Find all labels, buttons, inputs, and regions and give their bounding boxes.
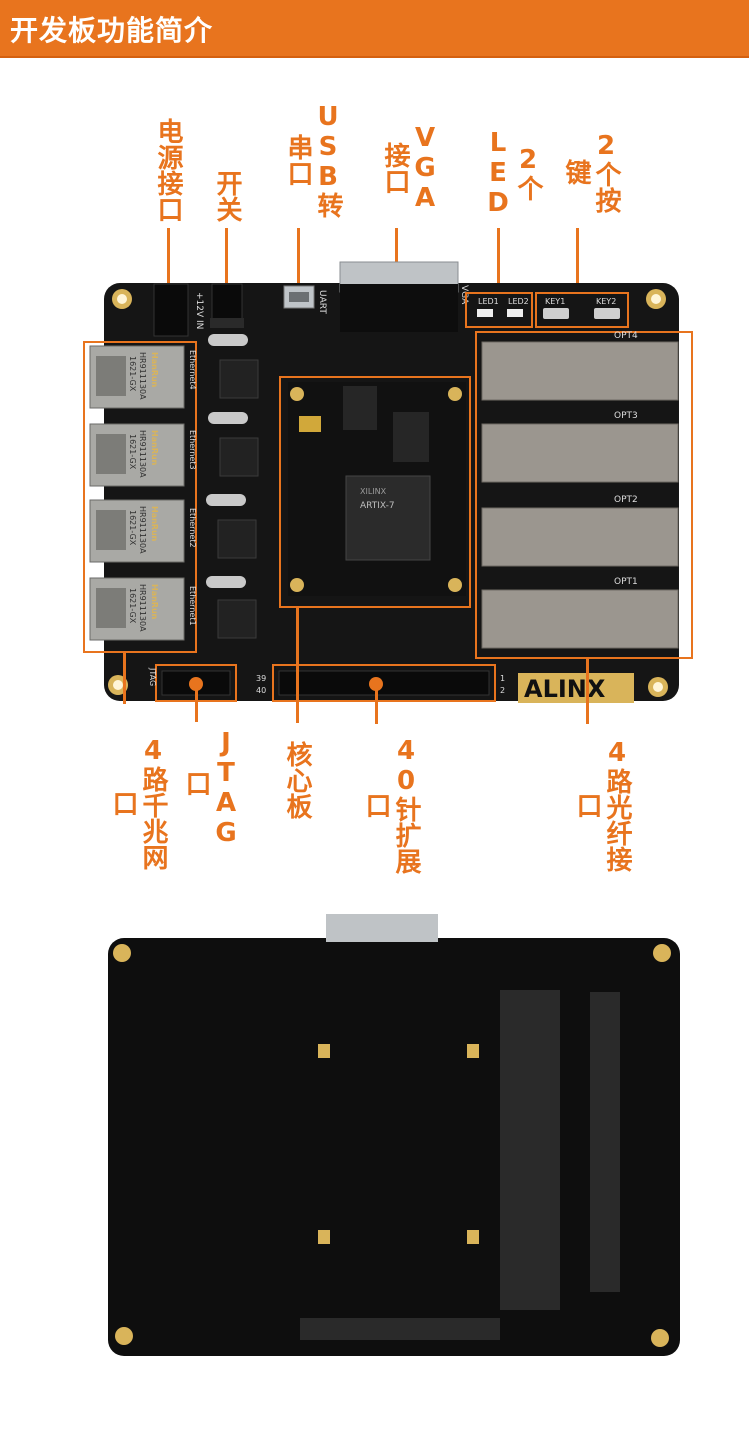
rj45-jacks bbox=[89, 345, 185, 641]
svg-text:1: 1 bbox=[500, 674, 505, 683]
svg-text:HR911130A: HR911130A bbox=[138, 506, 147, 554]
power-jack bbox=[153, 283, 189, 337]
leader-switch bbox=[225, 228, 228, 292]
leader-ethernet bbox=[123, 652, 126, 704]
label-40pin-expansion: 40针扩展口 bbox=[361, 736, 421, 874]
svg-text:HanRun: HanRun bbox=[150, 430, 159, 466]
svg-text:1621-GX: 1621-GX bbox=[128, 434, 137, 470]
svg-text:XILINX: XILINX bbox=[360, 487, 387, 496]
key-box bbox=[535, 292, 629, 328]
label-vga-port: VGA接口 bbox=[380, 122, 440, 213]
svg-text:HanRun: HanRun bbox=[150, 506, 159, 542]
svg-text:Ethernet4: Ethernet4 bbox=[188, 350, 197, 390]
silk-power: +12V IN bbox=[194, 292, 204, 329]
expansion-box bbox=[272, 664, 496, 702]
svg-text:HanRun: HanRun bbox=[150, 584, 159, 620]
svg-text:KEY2: KEY2 bbox=[596, 297, 616, 306]
svg-text:Ethernet3: Ethernet3 bbox=[188, 430, 197, 470]
svg-text:VGA: VGA bbox=[459, 285, 469, 305]
svg-text:HR911130A: HR911130A bbox=[138, 584, 147, 632]
svg-text:40: 40 bbox=[256, 686, 266, 695]
led-box bbox=[465, 292, 533, 328]
svg-text:HanRun: HanRun bbox=[150, 352, 159, 388]
svg-text:OPT2: OPT2 bbox=[614, 495, 638, 505]
leader-jtag bbox=[195, 684, 198, 722]
svg-text:KEY1: KEY1 bbox=[545, 297, 565, 306]
svg-text:HR911130A: HR911130A bbox=[138, 430, 147, 478]
phy-chips bbox=[217, 359, 259, 639]
svg-text:HR911130A: HR911130A bbox=[138, 352, 147, 400]
svg-text:1621-GX: 1621-GX bbox=[128, 588, 137, 624]
leader-dot-jtag bbox=[189, 677, 203, 691]
sfp-cages bbox=[481, 341, 679, 649]
crystals bbox=[206, 334, 248, 588]
label-two-keys: 2个按键 bbox=[561, 131, 621, 213]
leader-power bbox=[167, 228, 170, 290]
svg-text:1621-GX: 1621-GX bbox=[128, 510, 137, 546]
alinx-logo: ALINX bbox=[524, 675, 606, 703]
core-board-box bbox=[279, 376, 471, 608]
leader-expansion bbox=[375, 684, 378, 724]
svg-text:OPT3: OPT3 bbox=[614, 411, 638, 421]
optical-box bbox=[475, 331, 693, 659]
label-gigabit-ethernet: 4路千兆网口 bbox=[108, 736, 168, 870]
svg-text:ARTIX-7: ARTIX-7 bbox=[360, 501, 395, 511]
svg-text:JTAG: JTAG bbox=[148, 667, 157, 686]
svg-text:1621-GX: 1621-GX bbox=[128, 356, 137, 392]
header-divider bbox=[0, 56, 749, 58]
svg-text:UART: UART bbox=[317, 290, 327, 314]
mounting-holes-front bbox=[108, 289, 668, 697]
leader-dot-expansion bbox=[369, 677, 383, 691]
label-core-board: 核心板 bbox=[282, 741, 312, 819]
leader-usb bbox=[297, 228, 300, 296]
label-jtag: JTAG口 bbox=[181, 728, 241, 848]
svg-text:LED2: LED2 bbox=[508, 297, 529, 306]
page-title: 开发板功能简介 bbox=[10, 14, 214, 47]
leader-led bbox=[497, 228, 500, 295]
leader-core bbox=[296, 607, 299, 723]
label-power-port: 电源接口 bbox=[153, 118, 183, 222]
svg-text:OPT4: OPT4 bbox=[614, 331, 638, 341]
leader-optical bbox=[586, 658, 589, 724]
svg-text:OPT1: OPT1 bbox=[614, 577, 638, 587]
ethernet-box bbox=[83, 341, 197, 653]
svg-text:2: 2 bbox=[500, 686, 505, 695]
svg-text:39: 39 bbox=[256, 674, 266, 683]
svg-text:Ethernet2: Ethernet2 bbox=[188, 508, 197, 548]
fpga-chip bbox=[345, 475, 431, 561]
leader-key bbox=[576, 228, 579, 295]
label-two-led: 2个LED bbox=[483, 127, 543, 218]
label-usb-uart: USB转串口 bbox=[283, 101, 343, 218]
svg-text:LED1: LED1 bbox=[478, 297, 499, 306]
alinx-logo-plate bbox=[518, 673, 634, 703]
header-bar: 开发板功能简介 bbox=[0, 0, 749, 56]
svg-text:Ethernet1: Ethernet1 bbox=[188, 586, 197, 626]
label-switch: 开关 bbox=[212, 170, 242, 222]
power-switch bbox=[211, 283, 243, 321]
label-optical-ports: 4路光纤接口 bbox=[572, 738, 632, 872]
